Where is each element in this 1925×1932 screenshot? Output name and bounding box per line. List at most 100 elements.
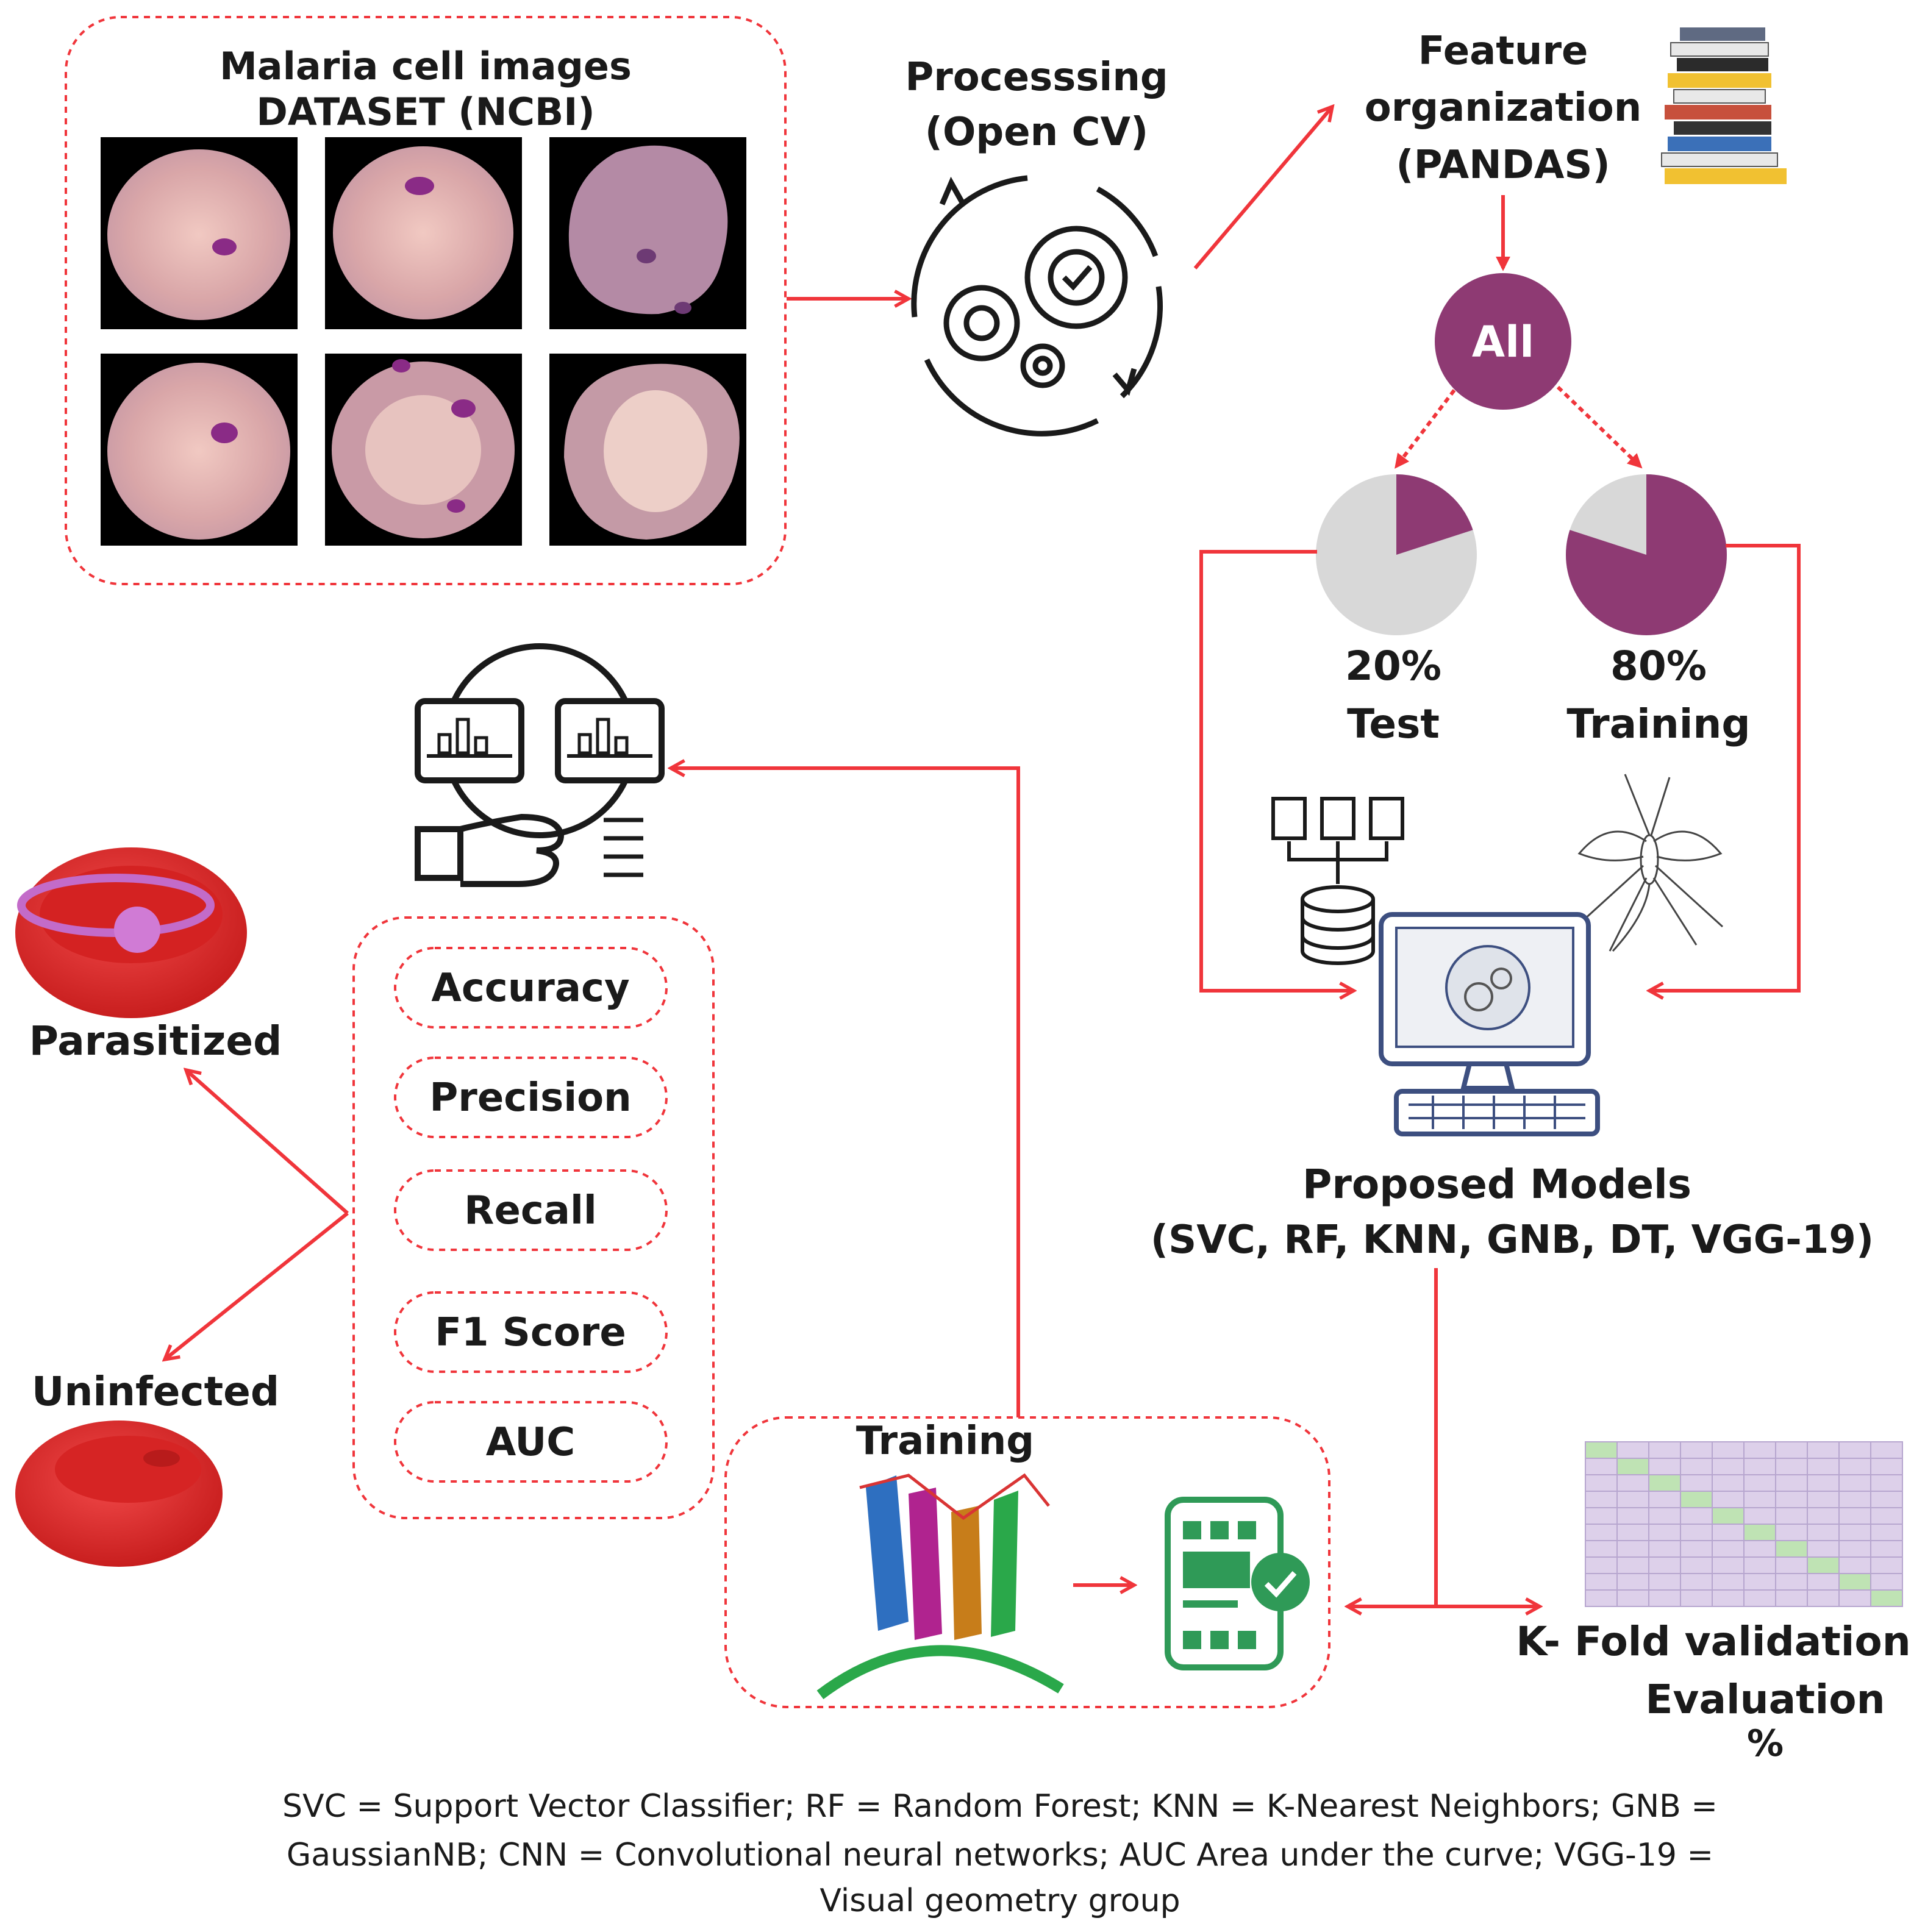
models-label-line1: Proposed Models [1302,1161,1691,1208]
kfold-cell [1616,1589,1649,1607]
kfold-cell [1616,1524,1649,1541]
kfold-cell [1680,1458,1713,1475]
kfold-cell [1712,1589,1745,1607]
kfold-cell [1870,1589,1903,1607]
kfold-cell [1870,1556,1903,1574]
metric-pill: Accuracy [394,947,668,1028]
train-label: Training [1566,700,1750,747]
feature-label-line1: Feature [1418,29,1588,74]
kfold-cell [1807,1589,1840,1607]
kfold-cell [1743,1573,1776,1591]
kfold-cell [1648,1458,1681,1475]
dataset-title-line2: DATASET (NCBI) [256,90,595,134]
metric-label: Precision [429,1075,631,1121]
kfold-cell [1807,1573,1840,1591]
kfold-cell [1648,1540,1681,1558]
kfold-cell [1870,1474,1903,1492]
kfold-cell [1616,1540,1649,1558]
cell-image-grid [101,137,746,546]
kfold-cell [1775,1573,1808,1591]
line-training-to-models [1649,544,1801,991]
kfold-cell [1838,1589,1871,1607]
all-node [1435,273,1571,410]
dataset-title-line1: Malaria cell images [220,44,632,88]
test-pie [1316,474,1477,635]
kfold-cell [1807,1474,1840,1492]
cell-image [101,354,298,546]
kfold-cell [1775,1474,1808,1492]
kfold-cell [1648,1474,1681,1492]
metric-pill: Recall [394,1169,668,1251]
kfold-cell [1807,1524,1840,1541]
kfold-cell [1585,1458,1618,1475]
kfold-cell [1743,1524,1776,1541]
test-percent: 20% [1345,643,1441,690]
kfold-cell [1648,1491,1681,1508]
arrow-all-to-training [1556,385,1643,469]
document-database-icon [1271,797,1404,965]
kfold-cell [1775,1441,1808,1459]
kfold-cell [1712,1474,1745,1492]
kfold-cell [1870,1491,1903,1508]
kfold-cell [1838,1507,1871,1525]
kfold-cell [1712,1524,1745,1541]
kfold-cell [1585,1556,1618,1574]
feature-label-line3: (PANDAS) [1396,143,1610,188]
kfold-label-line1: K- Fold validation [1516,1618,1910,1665]
cell-image [325,354,522,546]
footnote-line2: GaussianNB; CNN = Convolutional neural n… [287,1837,1713,1873]
cell-image [101,137,298,329]
kfold-cell [1775,1556,1808,1574]
kfold-cell [1838,1441,1871,1459]
kfold-cell [1870,1524,1903,1541]
kfold-cell [1680,1474,1713,1492]
kfold-cell [1838,1540,1871,1558]
kfold-cell [1775,1589,1808,1607]
analytics-magnifier-icon [415,643,665,887]
kfold-cell [1807,1441,1840,1459]
kfold-cell [1870,1507,1903,1525]
kfold-cell [1775,1491,1808,1508]
kfold-label-line3: % [1747,1722,1784,1765]
feature-label-line2: organization [1365,85,1642,130]
metric-label: F1 Score [435,1310,626,1355]
kfold-cell [1585,1524,1618,1541]
training-pie [1565,474,1727,636]
metric-pill: AUC [394,1401,668,1483]
test-label: Test [1347,700,1440,747]
kfold-cell [1680,1524,1713,1541]
kfold-cell [1680,1507,1713,1525]
kfold-cell [1585,1573,1618,1591]
kfold-cell [1585,1441,1618,1459]
kfold-cell [1648,1507,1681,1525]
kfold-cell [1680,1573,1713,1591]
kfold-cell [1585,1540,1618,1558]
kfold-cell [1838,1556,1871,1574]
kfold-cell [1838,1573,1871,1591]
kfold-cell [1648,1589,1681,1607]
kfold-cell [1616,1458,1649,1475]
arrow-to-uninfected [165,1211,349,1360]
arrow-all-to-test [1395,389,1456,469]
kfold-cell [1743,1507,1776,1525]
kfold-cell [1712,1458,1745,1475]
kfold-cell [1870,1458,1903,1475]
kfold-cell [1775,1524,1808,1541]
kfold-cell [1712,1540,1745,1558]
kfold-cell [1712,1556,1745,1574]
metrics-box [352,916,715,1519]
kfold-cell [1743,1474,1776,1492]
kfold-cell [1585,1589,1618,1607]
books-icon [1661,27,1787,184]
training-label: Training [856,1419,1034,1464]
kfold-cell [1585,1474,1618,1492]
dataset-box [65,16,787,585]
kfold-cell [1616,1441,1649,1459]
kfold-cell [1870,1573,1903,1591]
kfold-cell [1838,1524,1871,1541]
kfold-cell [1648,1524,1681,1541]
mosquito-icon [1575,774,1724,952]
